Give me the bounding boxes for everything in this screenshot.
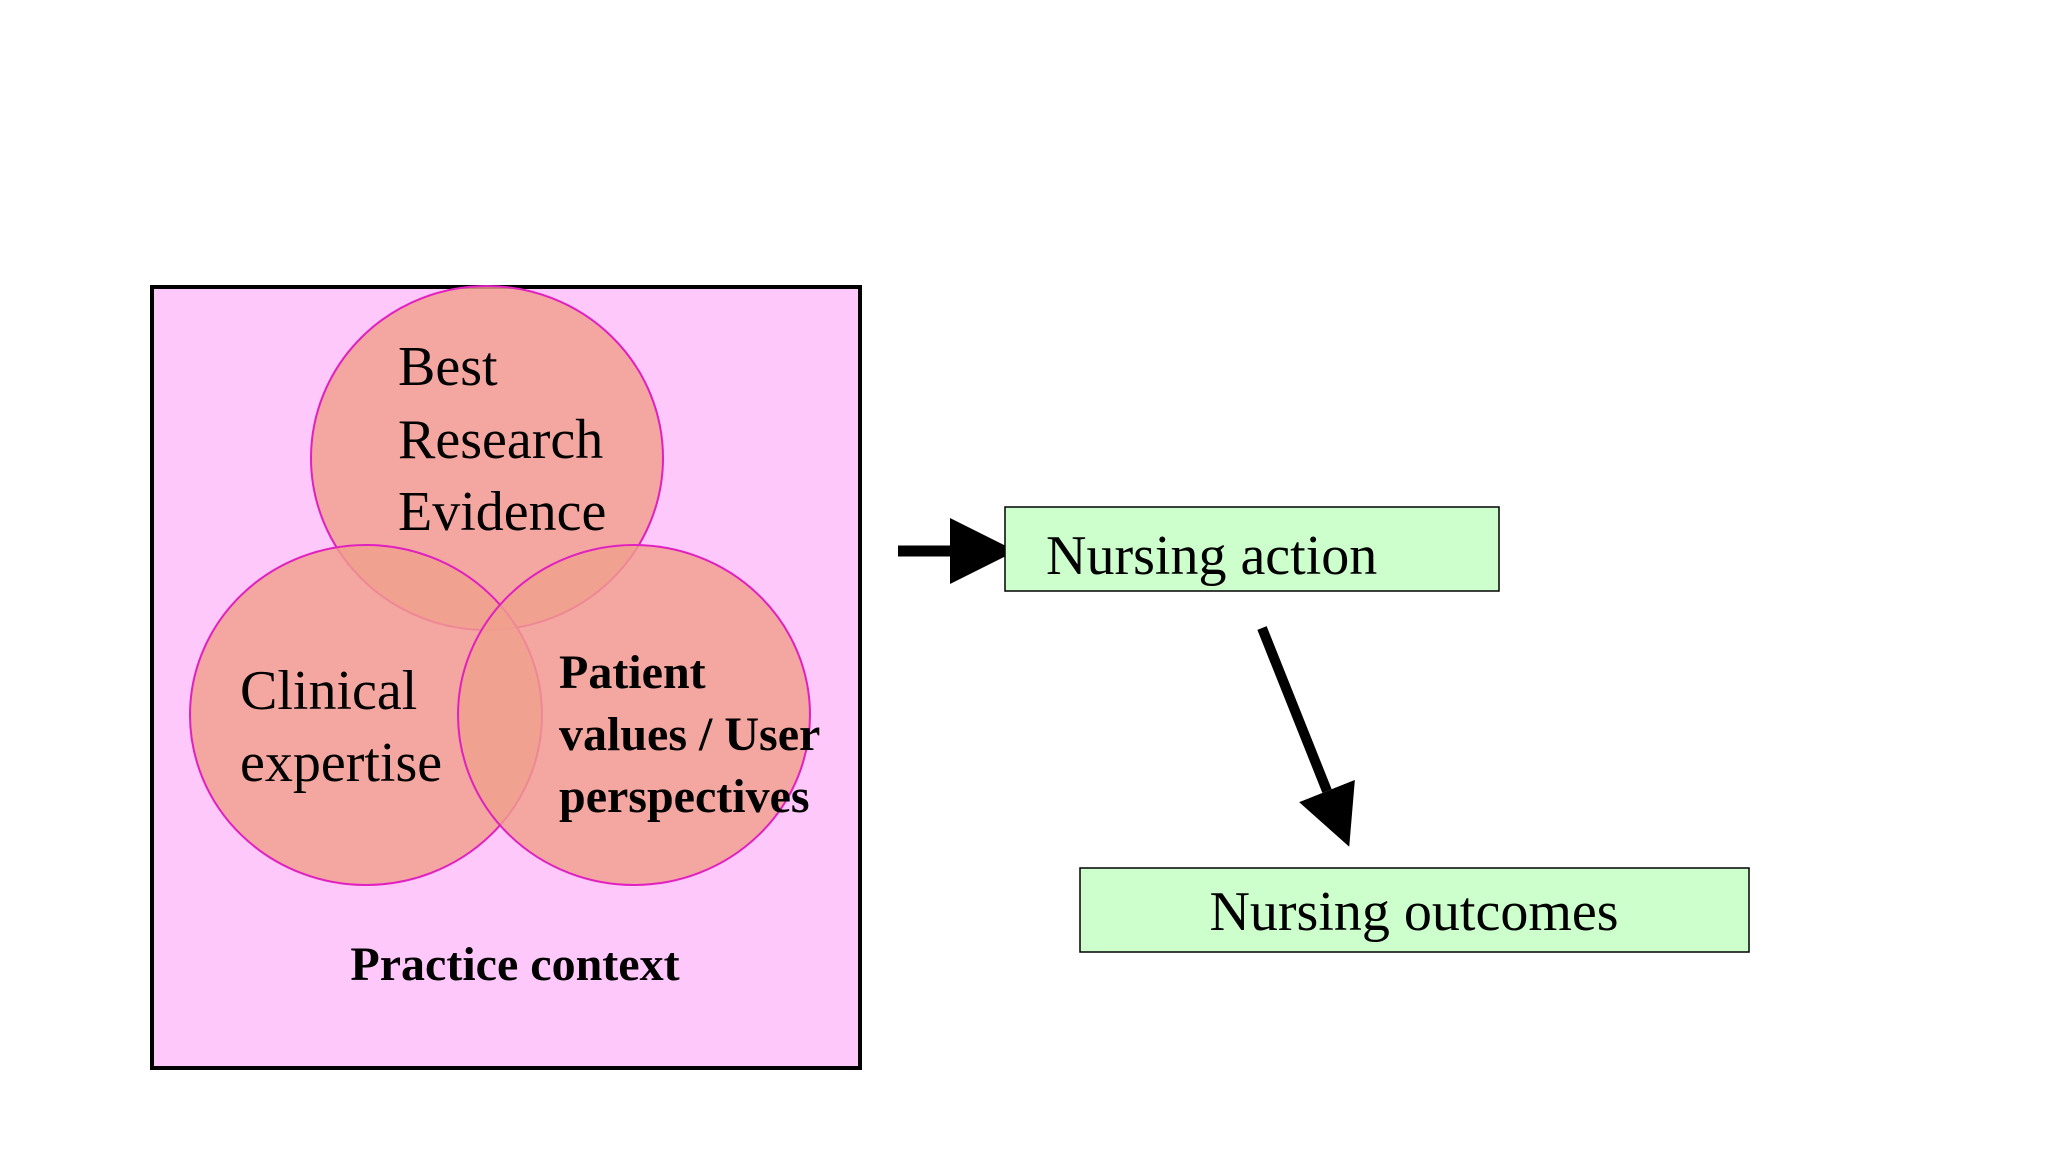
research-label-line: Evidence <box>398 481 606 543</box>
arrow-to-outcomes-icon <box>1257 626 1355 847</box>
research-label-line: Research <box>398 409 603 471</box>
research-label-line: Best <box>398 336 498 398</box>
nursing-action-label: Nursing action <box>1046 525 1377 587</box>
research-evidence-label: Best Research Evidence <box>398 336 617 543</box>
practice-context-label: Practice context <box>350 938 679 991</box>
nursing-outcomes-box <box>1079 867 1750 953</box>
clinical-label-line: expertise <box>240 732 442 794</box>
clinical-expertise-label: Clinical expertise <box>240 660 442 794</box>
nursing-action-box <box>1004 506 1500 592</box>
nursing-outcomes-label: Nursing outcomes <box>1209 881 1618 943</box>
patient-label-line: values / User <box>559 708 820 761</box>
patient-values-circle <box>457 544 811 886</box>
patient-label-line: Patient <box>559 646 706 699</box>
patient-values-label: Patient values / User perspectives <box>559 646 831 823</box>
patient-label-line: perspectives <box>559 770 810 823</box>
venn-diagram <box>189 285 811 886</box>
clinical-label-line: Clinical <box>240 660 417 722</box>
